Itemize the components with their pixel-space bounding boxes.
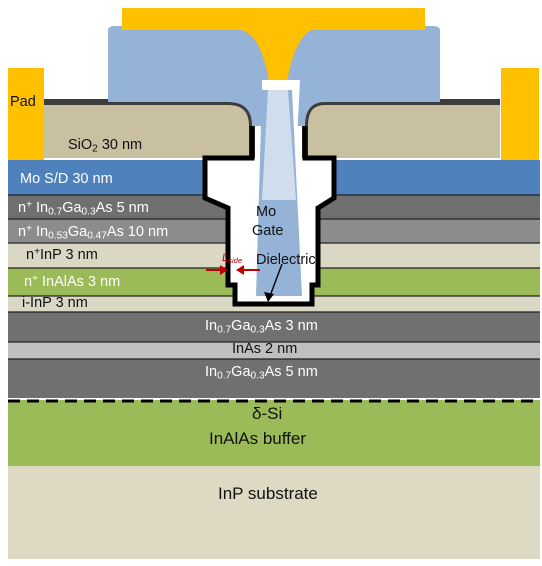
label-n-inalas: n+ InAlAs 3 nm bbox=[24, 273, 121, 290]
label-inas: InAs 2 nm bbox=[232, 341, 298, 357]
recess-outline bbox=[202, 126, 337, 307]
layer-inp-substrate bbox=[8, 466, 540, 559]
label-delta-si: δ-Si bbox=[252, 404, 283, 423]
label-ingaas-07: n+ In0.7Ga0.3As 5 nm bbox=[18, 199, 149, 218]
label-channel-top: In0.7Ga0.3As 3 nm bbox=[205, 318, 318, 336]
pad-left bbox=[8, 68, 44, 160]
lside-arrowhead-left bbox=[220, 265, 228, 275]
label-gate: Gate bbox=[252, 223, 284, 239]
label-ingaas-053: n+ In0.53Ga0.47As 10 nm bbox=[18, 223, 169, 242]
sio2-right bbox=[305, 102, 500, 158]
sio2-left bbox=[8, 102, 252, 158]
label-pad: Pad bbox=[10, 94, 36, 110]
layer-inas-2nm bbox=[8, 342, 540, 359]
label-sio2: SiO2 30 nm bbox=[68, 137, 143, 155]
label-mo: Mo bbox=[256, 204, 277, 220]
layer-ingaas-3nm bbox=[8, 312, 540, 342]
label-inalas-buffer: InAlAs buffer bbox=[209, 429, 307, 448]
lside-arrowhead-right bbox=[236, 265, 244, 275]
label-channel-bottom: In0.7Ga0.3As 5 nm bbox=[205, 364, 318, 382]
pad-right bbox=[501, 68, 539, 160]
dielectric-arrow bbox=[269, 263, 283, 297]
label-inp-substrate: InP substrate bbox=[218, 484, 318, 503]
label-i-inp: i-InP 3 nm bbox=[22, 295, 88, 311]
label-mo-sd: Mo S/D 30 nm bbox=[20, 171, 113, 187]
layer-inalas-buffer bbox=[8, 400, 540, 466]
gate-gold-v bbox=[240, 28, 316, 88]
label-lside: Lside bbox=[222, 252, 243, 265]
layer-ingaas-5nm bbox=[8, 359, 540, 398]
label-n-inp: n+InP 3 nm bbox=[26, 246, 98, 263]
label-dielectric: Dielectric bbox=[256, 252, 316, 268]
mo-gate-highlight bbox=[262, 90, 296, 200]
dielectric-arrowhead bbox=[264, 292, 274, 302]
